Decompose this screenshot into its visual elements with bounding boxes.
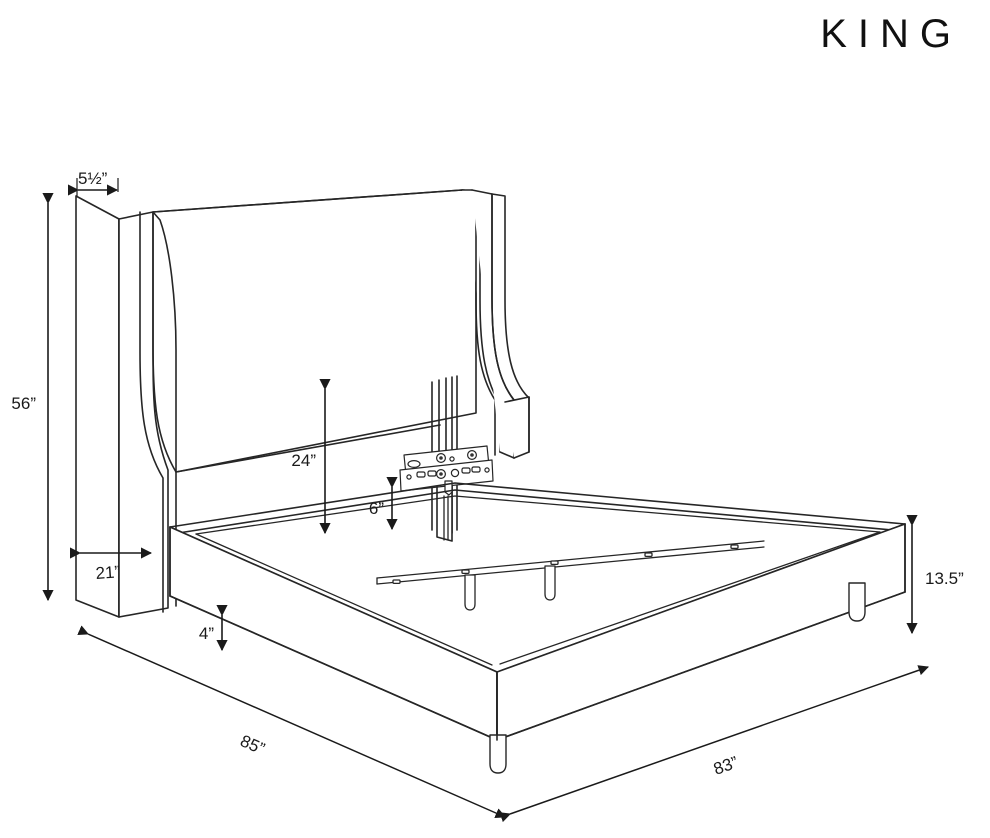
dimension-headboard-depth: 5½” [67, 169, 119, 196]
dimension-label-overall-height: 56” [11, 394, 36, 413]
dimension-label-headboard-depth: 5½” [78, 169, 108, 188]
dimension-label-frame-height: 13.5” [925, 569, 964, 588]
dimension-label-headboard-clearance: 24” [291, 451, 316, 470]
right-wing-panel [461, 189, 530, 459]
dimension-label-overall-length: 85” [237, 731, 267, 758]
dimension-headboard-clearance: 24” [291, 378, 331, 535]
dimension-label-wing-width: 21” [95, 562, 121, 583]
dimension-label-base-offset: 4” [199, 624, 214, 643]
center-support-legs [464, 565, 556, 611]
headboard-bracket-hardware [399, 445, 494, 496]
dimension-overall-height: 56” [11, 192, 54, 602]
dimension-label-rail-to-deck: 6” [369, 499, 384, 518]
page-title: KING [820, 12, 962, 56]
headboard-panel [152, 189, 477, 473]
left-wing-panel [75, 195, 177, 618]
dimension-rail-to-deck: 6” [369, 476, 398, 531]
bed-frame-base-panels [169, 523, 906, 741]
dimension-frame-height: 13.5” [906, 514, 964, 635]
dimension-base-offset: 4” [199, 604, 228, 652]
dimension-wing-width: 21” [69, 547, 153, 583]
dimension-label-overall-width: 83” [711, 753, 741, 779]
